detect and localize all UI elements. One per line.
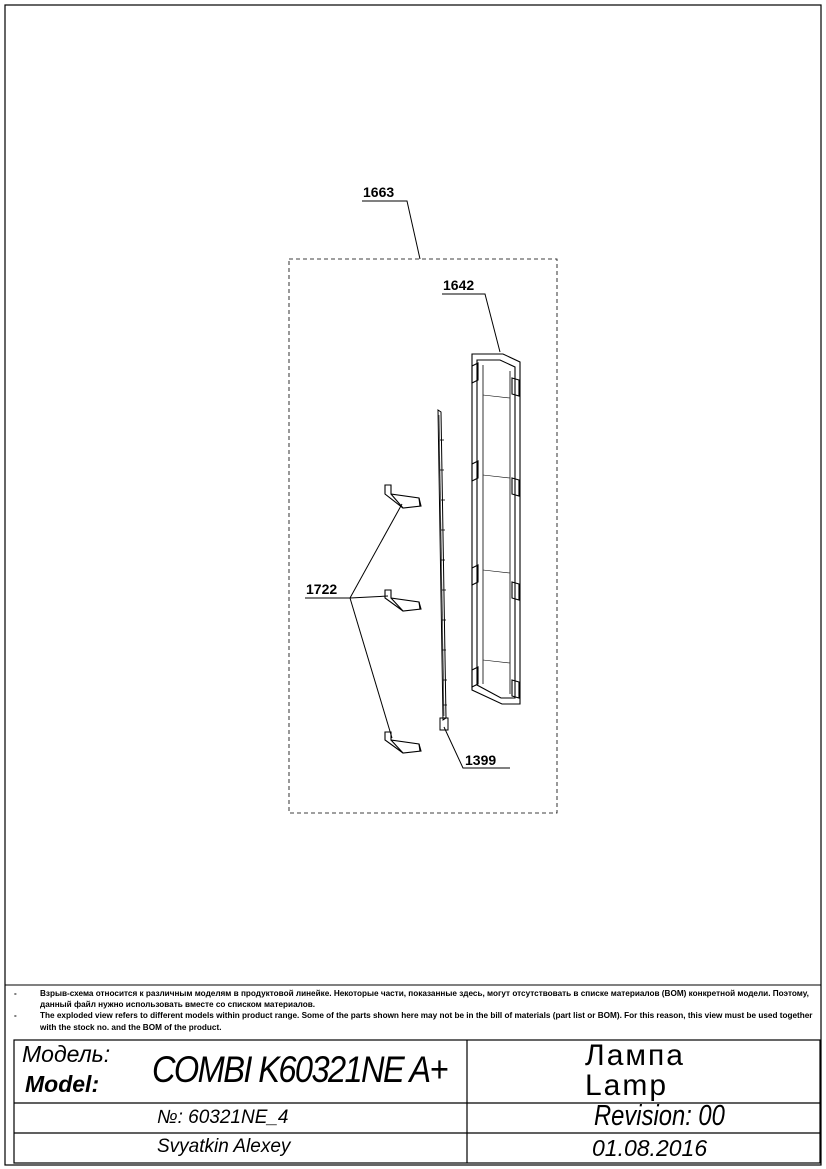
note-bullet: - — [14, 1011, 17, 1021]
leader-1642 — [442, 293, 501, 353]
lamp-frame-part — [471, 353, 521, 705]
stock-number: №: 60321NE_4 — [157, 1107, 289, 1128]
lamp-clips-part — [384, 484, 422, 754]
disclaimer-notes: - Взрыв-схема относится к различным моде… — [14, 988, 814, 1033]
title-block-frame — [13, 1039, 821, 1164]
leader-1663 — [362, 200, 421, 260]
clip-middle — [384, 589, 422, 612]
note-bullet: - — [14, 989, 17, 998]
note-text-en: The exploded view refers to different mo… — [40, 1011, 813, 1032]
part-label-1642: 1642 — [443, 277, 475, 293]
part-label-1399: 1399 — [465, 752, 497, 768]
drawing-date: 01.08.2016 — [592, 1135, 708, 1161]
led-strip-part — [437, 409, 449, 731]
leader-1399 — [443, 726, 510, 769]
part-label-1722: 1722 — [306, 581, 338, 597]
model-label-ru: Модель: — [22, 1041, 111, 1067]
leader-1722-b — [349, 595, 389, 599]
leader-1722-a — [349, 503, 403, 599]
leader-1722-c — [349, 597, 393, 739]
note-en: - The exploded view refers to different … — [14, 1010, 814, 1032]
clip-bottom — [384, 731, 422, 754]
note-ru: - Взрыв-схема относится к различным моде… — [14, 988, 814, 1010]
author-name: Svyatkin Alexey — [157, 1136, 291, 1157]
model-label-en: Model: — [25, 1071, 100, 1097]
part-label-1663: 1663 — [363, 184, 395, 200]
assembly-group-outline — [288, 258, 558, 814]
leader-lines — [305, 200, 510, 769]
note-text-ru: Взрыв-схема относится к различным моделя… — [40, 989, 809, 1010]
revision: Revision: 00 — [594, 1100, 725, 1132]
part-name-ru: Лампа — [585, 1039, 685, 1072]
sheet-border — [4, 4, 822, 1166]
part-name-en: Lamp — [585, 1069, 669, 1102]
clip-top — [384, 484, 422, 509]
model-name: COMBI K60321NE A+ — [152, 1049, 448, 1090]
